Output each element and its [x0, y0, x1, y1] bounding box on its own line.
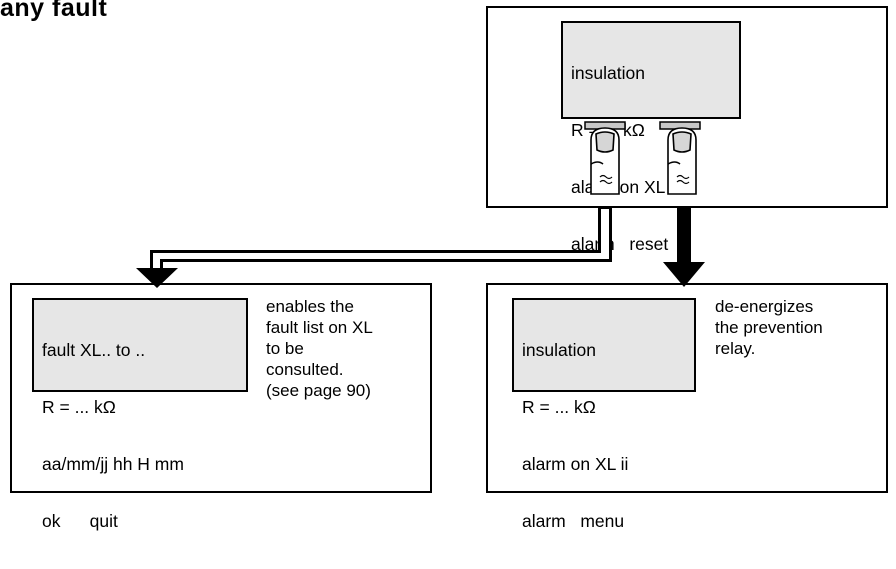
section-heading: any fault	[0, 0, 108, 22]
left-note: enables the fault list on XL to be consu…	[266, 296, 373, 401]
top-screen-line-1: insulation	[571, 63, 645, 83]
left-finger-icon	[590, 127, 620, 195]
left-screen-line-4: ok quit	[42, 511, 118, 531]
right-note-line-3: relay.	[715, 339, 756, 358]
left-note-line-5: (see page 90)	[266, 381, 371, 400]
left-note-line-2: fault list on XL	[266, 318, 373, 337]
left-screen-line-2: R = ... kΩ	[42, 397, 116, 417]
right-screen-line-2: R = ... kΩ	[522, 397, 596, 417]
right-screen-line-3: alarm on XL ii	[522, 454, 629, 474]
right-note-line-1: de-energizes	[715, 297, 814, 316]
right-note-line-2: the prevention	[715, 318, 823, 337]
left-result-panel: fault XL.. to .. R = ... kΩ aa/mm/jj hh …	[10, 283, 432, 531]
left-note-line-4: consulted.	[266, 360, 344, 379]
right-note: de-energizes the prevention relay.	[715, 296, 823, 359]
top-device-panel: insulation R = ... kΩ alarm on XL ii ala…	[486, 6, 888, 254]
left-screen-line-3: aa/mm/jj hh H mm	[42, 454, 184, 474]
left-note-line-1: enables the	[266, 297, 354, 316]
right-finger-icon	[667, 127, 697, 195]
right-result-panel: insulation R = ... kΩ alarm on XL ii ala…	[486, 283, 888, 531]
right-screen-line-1: insulation	[522, 340, 596, 360]
arrow-to-right-panel	[663, 206, 705, 287]
diagram-overlay	[136, 121, 705, 288]
left-note-line-3: to be	[266, 339, 304, 358]
left-screen-line-1: fault XL.. to ..	[42, 340, 146, 360]
left-display-screen: fault XL.. to .. R = ... kΩ aa/mm/jj hh …	[32, 298, 248, 531]
arrow-to-left-panel	[136, 206, 612, 288]
right-screen-line-4: alarm menu	[522, 511, 625, 531]
